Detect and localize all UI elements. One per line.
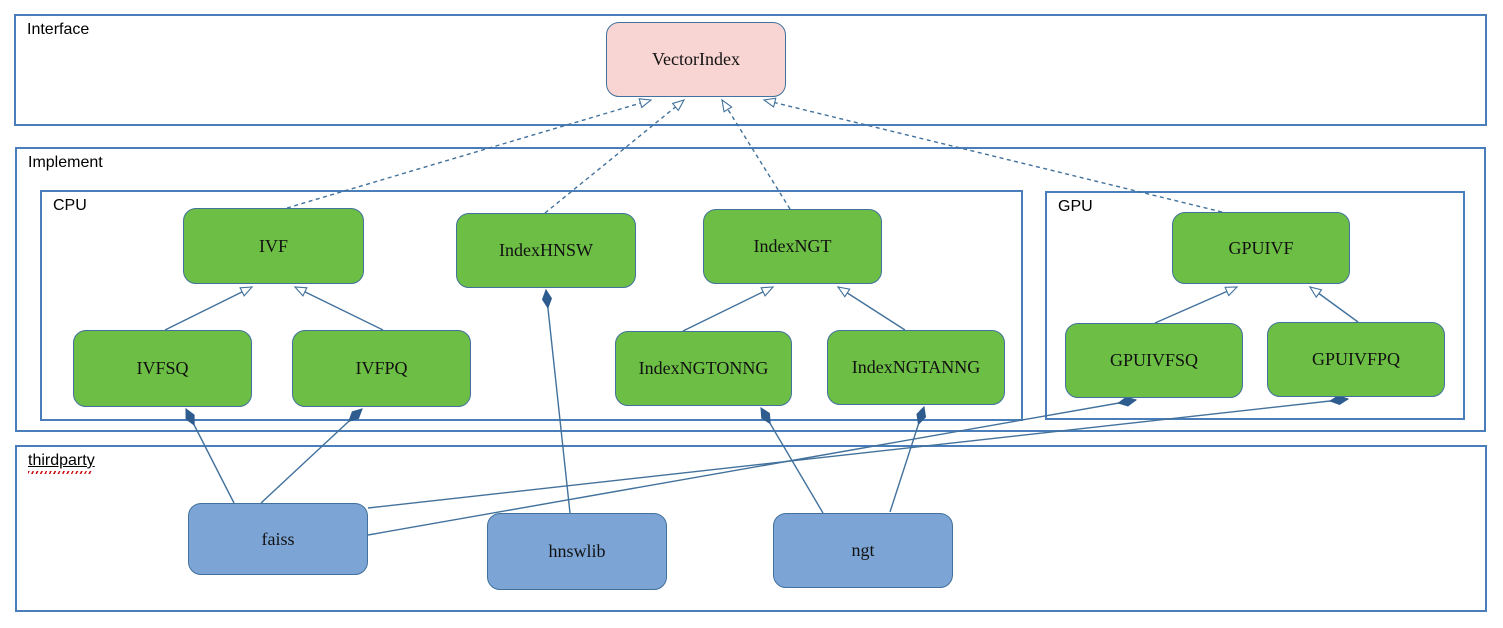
node-ivf-label: IVF: [258, 235, 288, 256]
node-vectorindex-label: VectorIndex: [652, 49, 740, 69]
node-indexhnsw[interactable]: IndexHNSW: [456, 213, 636, 288]
node-indexngtonng[interactable]: IndexNGTONNG: [615, 331, 792, 406]
node-hnswlib-label: hnswlib: [548, 541, 606, 561]
node-gpuivfsq-label: GPUIVFSQ: [1109, 350, 1199, 370]
node-ivfpq[interactable]: IVFPQ: [292, 330, 471, 407]
node-indexhnsw-label: IndexHNSW: [499, 240, 593, 260]
container-implement-label: Implement: [28, 154, 103, 171]
node-ivfsq-label: IVFSQ: [136, 358, 189, 378]
node-indexngtonng-label: IndexNGTONNG: [638, 358, 769, 378]
container-interface-label: Interface: [27, 21, 90, 38]
node-faiss[interactable]: faiss: [188, 503, 368, 575]
node-ivfpq-label: IVFPQ: [355, 358, 408, 378]
node-indexngtanng-label: IndexNGTANNG: [851, 357, 981, 377]
node-gpuivf-label: GPUIVF: [1228, 237, 1294, 258]
node-indexngtanng[interactable]: IndexNGTANNG: [827, 330, 1005, 405]
node-gpuivfsq[interactable]: GPUIVFSQ: [1065, 323, 1243, 398]
node-ivf[interactable]: IVF: [183, 208, 364, 284]
container-gpu-label: GPU: [1058, 198, 1093, 215]
node-indexngt-label: IndexNGT: [753, 236, 832, 256]
node-ivfsq[interactable]: IVFSQ: [73, 330, 252, 407]
node-indexngt[interactable]: IndexNGT: [703, 209, 882, 284]
node-gpuivfpq[interactable]: GPUIVFPQ: [1267, 322, 1445, 397]
node-faiss-label: faiss: [261, 528, 295, 549]
node-gpuivfpq-label: GPUIVFPQ: [1311, 349, 1401, 369]
container-cpu-label: CPU: [53, 197, 87, 214]
node-vectorindex[interactable]: VectorIndex: [606, 22, 786, 97]
node-hnswlib[interactable]: hnswlib: [487, 513, 667, 590]
thirdparty-misspelled-text: thirdparty: [28, 452, 95, 474]
container-thirdparty-label: thirdparty: [28, 452, 95, 474]
node-ngt-label: ngt: [851, 540, 875, 560]
node-gpuivf[interactable]: GPUIVF: [1172, 212, 1350, 284]
node-ngt[interactable]: ngt: [773, 513, 953, 588]
